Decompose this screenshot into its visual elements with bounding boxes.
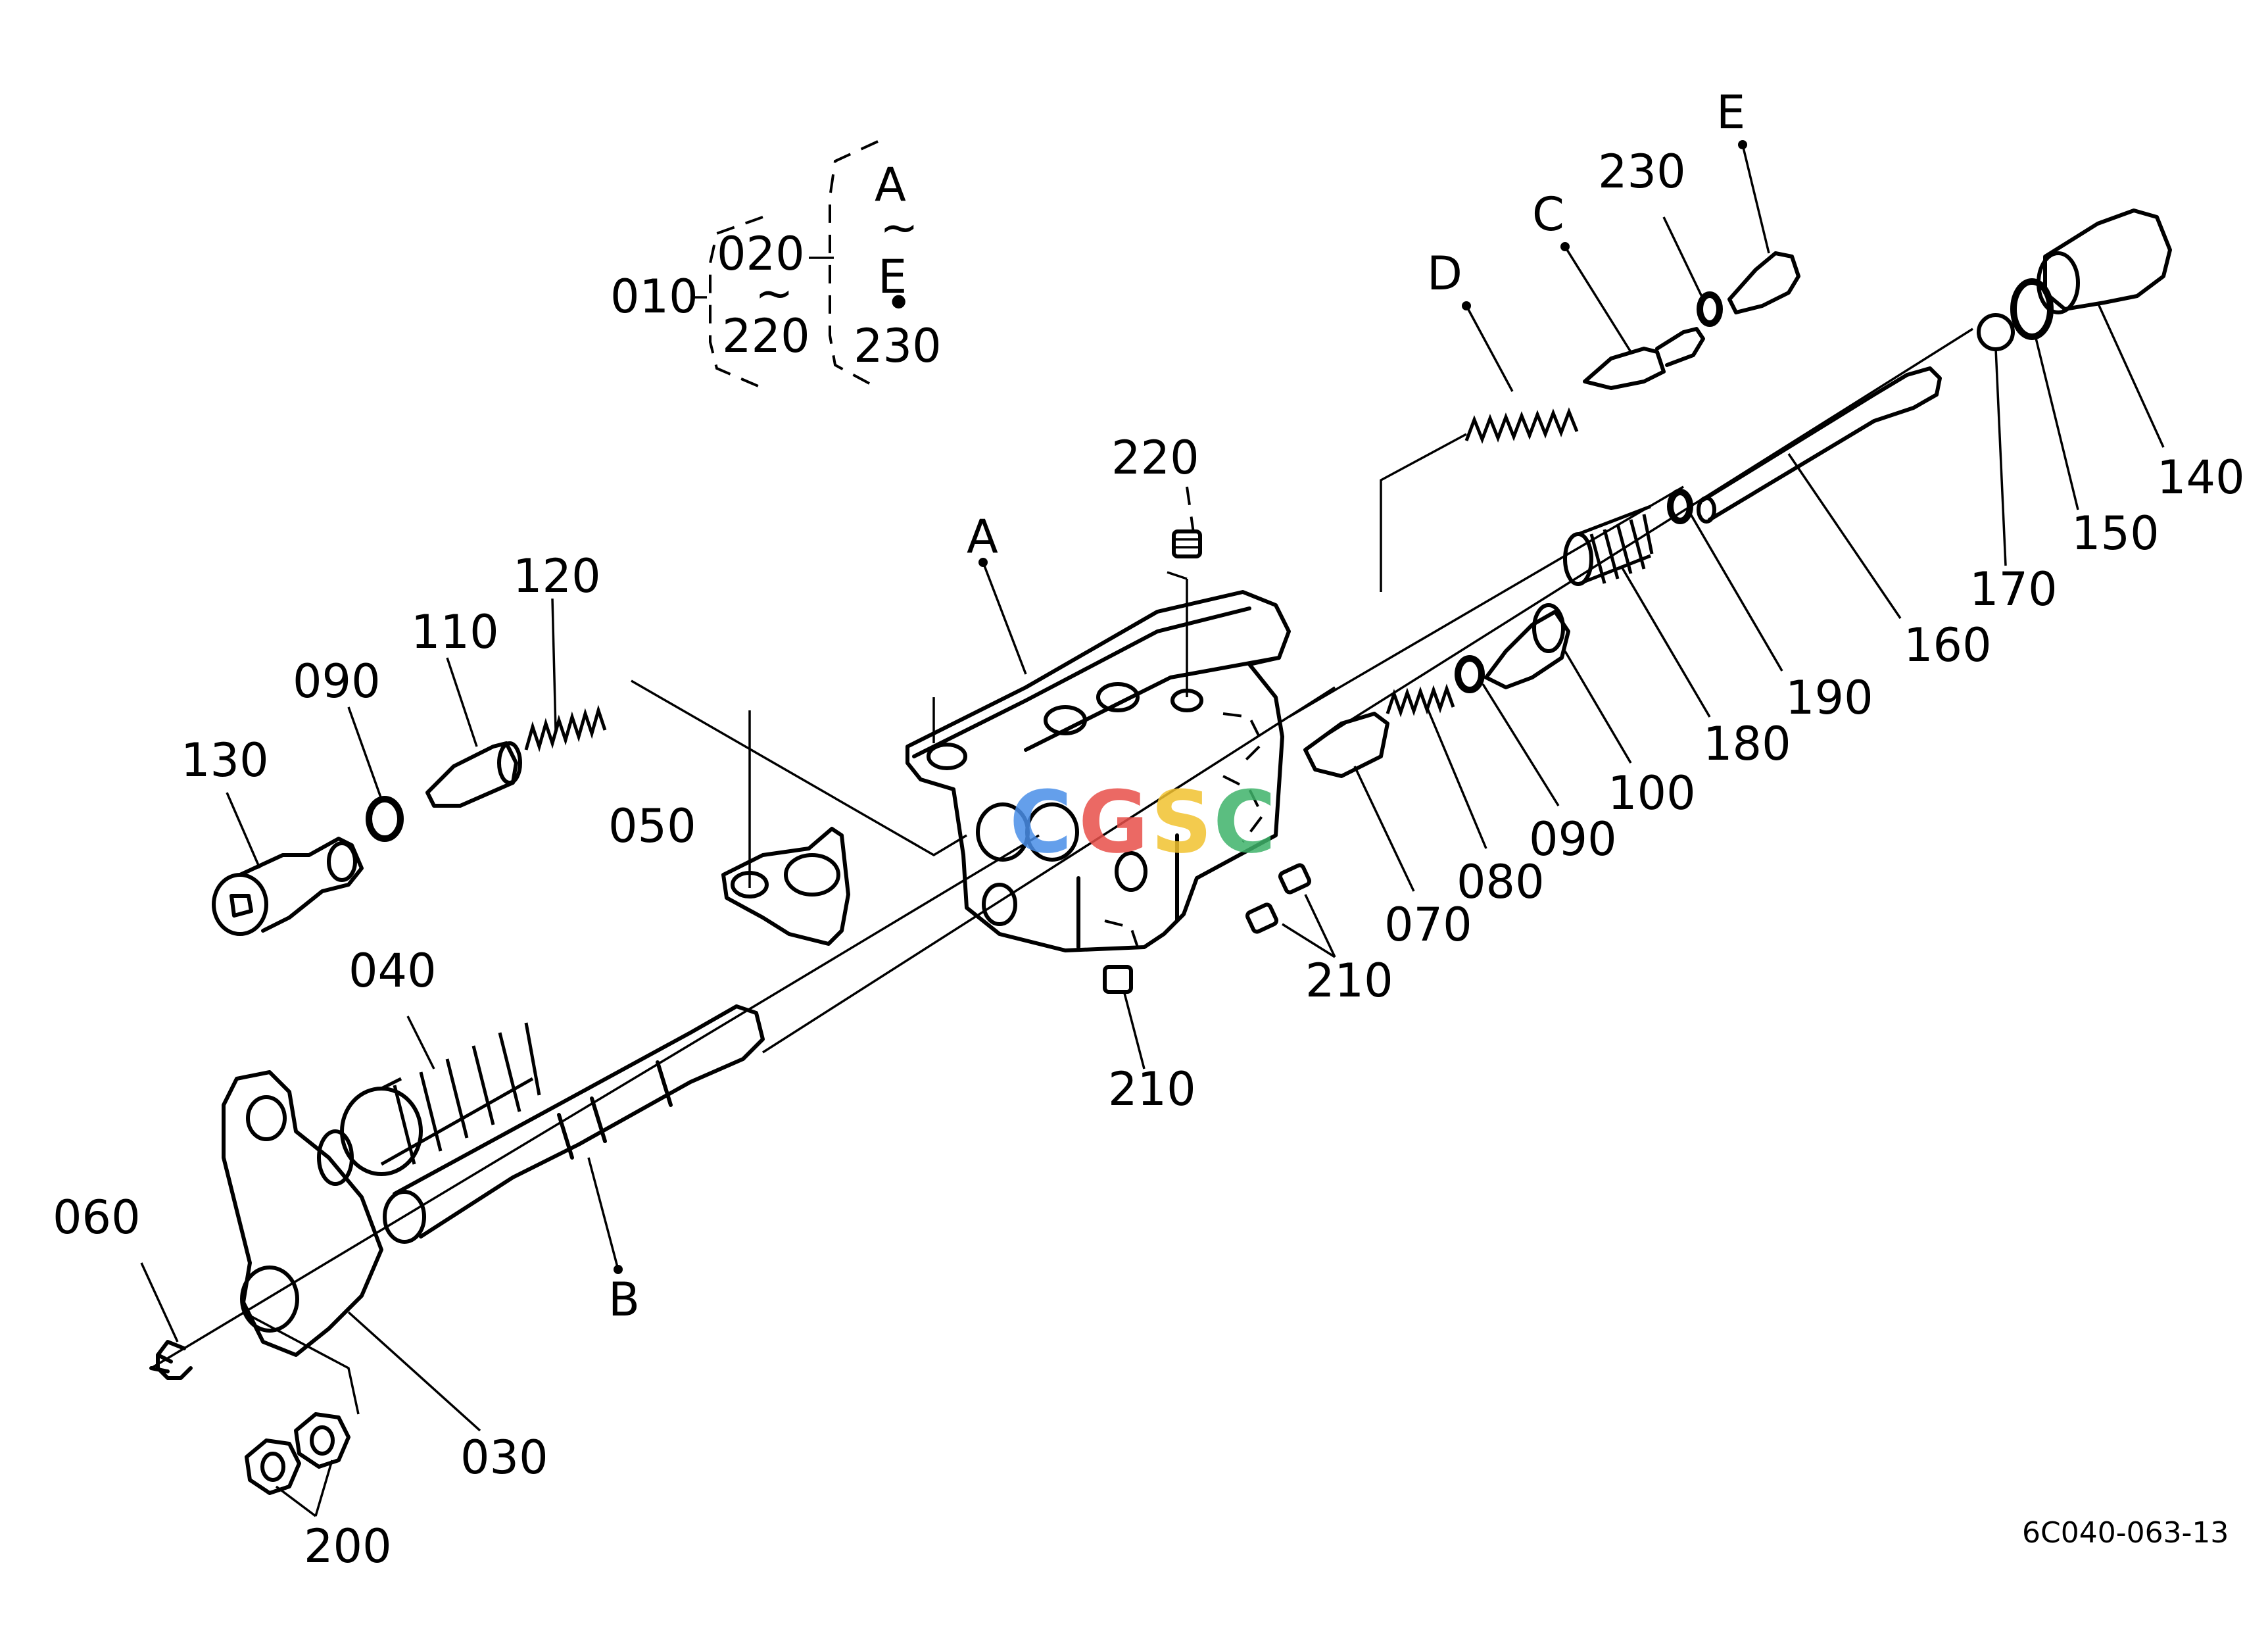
svg-text:C: C — [1009, 772, 1072, 872]
label-090-right: 090 — [1529, 812, 1617, 866]
label-190: 190 — [1785, 671, 1873, 725]
label-070: 070 — [1384, 898, 1472, 952]
part-060-eclip — [149, 1340, 193, 1380]
drawing-number: 6C040-063-13 — [2022, 1516, 2229, 1550]
valve-body-A — [905, 590, 1291, 952]
assembly-sub-sym: ~ — [880, 201, 919, 255]
part-B-spool — [383, 1004, 765, 1244]
label-D: D — [1427, 247, 1462, 301]
part-030-lever — [222, 1070, 383, 1357]
part-140-plug — [2037, 209, 2172, 314]
label-110: 110 — [411, 605, 499, 659]
assembly-sub-dot: • — [885, 276, 912, 330]
leader-lines — [140, 140, 2165, 1517]
part-050-bracket — [721, 827, 850, 946]
label-130: 130 — [181, 733, 269, 787]
part-E-plug — [1727, 251, 1800, 314]
part-130-plug — [212, 837, 364, 936]
part-180-spring — [1563, 504, 1654, 586]
label-180: 180 — [1703, 717, 1791, 771]
assembly-range-sym: ~ — [755, 266, 794, 320]
label-160: 160 — [1904, 618, 1992, 672]
svg-text:C: C — [1213, 772, 1276, 872]
label-060: 060 — [53, 1191, 141, 1244]
assembly-parent-label: 010 — [610, 270, 698, 324]
part-210-screws — [1103, 863, 1312, 994]
label-220: 220 — [1111, 431, 1199, 485]
label-230: 230 — [1598, 145, 1686, 199]
assembly-sub-from: A — [875, 158, 906, 212]
svg-text:S: S — [1151, 772, 1213, 872]
label-210-bottom: 210 — [1108, 1062, 1196, 1116]
part-D-spring — [1464, 407, 1579, 444]
part-090-oring-right — [1455, 655, 1485, 693]
assembly-range-from: 020 — [717, 227, 805, 281]
label-120: 120 — [513, 549, 601, 603]
label-200: 200 — [304, 1519, 392, 1573]
part-120-spring — [524, 704, 607, 752]
label-080: 080 — [1457, 855, 1545, 909]
part-040-spring — [340, 1022, 541, 1176]
assembly-sub-to: E — [878, 250, 907, 304]
label-090-left: 090 — [293, 654, 381, 708]
label-170: 170 — [1969, 562, 2058, 616]
part-160-rod — [1697, 366, 1942, 524]
label-210-right: 210 — [1305, 954, 1393, 1008]
part-170-ball — [1977, 313, 2015, 351]
watermark-logo: C G S C — [1009, 772, 1276, 872]
part-070-piston — [1303, 712, 1389, 778]
part-080-spring — [1386, 683, 1455, 718]
part-190-oring — [1667, 489, 1693, 524]
part-C-valve — [1583, 327, 1705, 390]
label-040: 040 — [349, 944, 437, 998]
label-030: 030 — [460, 1431, 548, 1485]
label-140: 140 — [2157, 451, 2245, 504]
label-150: 150 — [2071, 506, 2159, 560]
part-220-screw — [1172, 529, 1202, 558]
part-090-oring-left — [366, 796, 404, 842]
part-100-sleeve — [1484, 603, 1570, 689]
label-100: 100 — [1608, 766, 1696, 820]
part-110-piston — [425, 741, 522, 808]
assembly-sub-extra: 230 — [854, 319, 942, 373]
label-E: E — [1716, 86, 1745, 139]
part-230-oring — [1697, 291, 1723, 327]
label-A: A — [967, 510, 998, 564]
svg-text:G: G — [1078, 772, 1149, 872]
label-B: B — [608, 1273, 640, 1327]
assembly-range-to: 220 — [722, 309, 810, 363]
assembly-bracket: 010 020 ~ 220 A ~ E • 230 — [610, 140, 942, 389]
label-050: 050 — [608, 799, 696, 853]
label-C: C — [1532, 187, 1564, 241]
part-200-nuts — [245, 1412, 350, 1495]
